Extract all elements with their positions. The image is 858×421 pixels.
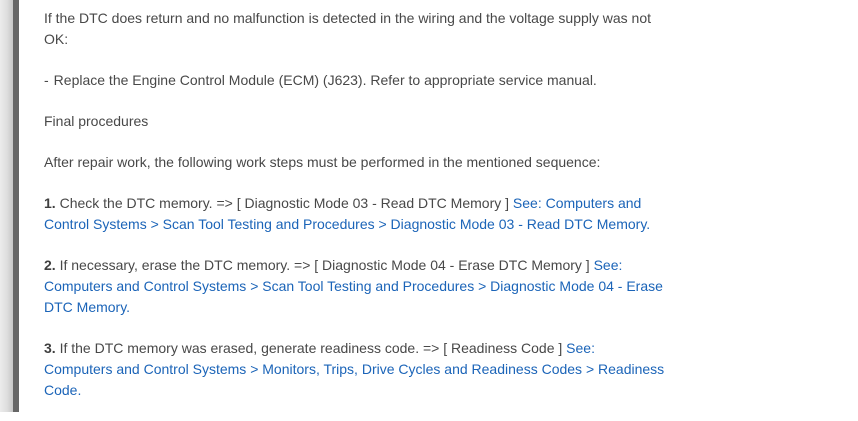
step-2-see-link[interactable]: See: Computers and Control Systems > Sca… — [44, 257, 663, 315]
step-2-number: 2. — [44, 257, 56, 273]
step-1-see-link[interactable]: See: Computers and Control Systems > Sca… — [44, 195, 651, 232]
step-1-text: Check the DTC memory. => [ Diagnostic Mo… — [59, 195, 510, 211]
bullet-replace-ecm: -Replace the Engine Control Module (ECM)… — [44, 70, 666, 91]
bullet-text: Replace the Engine Control Module (ECM) … — [53, 72, 597, 88]
paragraph-dtc-return: If the DTC does return and no malfunctio… — [44, 10, 652, 47]
step-1: 1. Check the DTC memory. => [ Diagnostic… — [44, 193, 666, 235]
vertical-scrollbar-thumb[interactable] — [13, 0, 19, 412]
step-3-number: 3. — [44, 340, 56, 356]
step-3: 3. If the DTC memory was erased, generat… — [44, 338, 666, 401]
document-content: If the DTC does return and no malfunctio… — [44, 0, 666, 421]
paragraph-after-repair: After repair work, the following work st… — [44, 154, 601, 170]
step-3-see-link[interactable]: See: Computers and Control Systems > Mon… — [44, 340, 665, 398]
left-pane-edge — [0, 0, 13, 412]
step-3-text: If the DTC memory was erased, generate r… — [59, 340, 563, 356]
step-2-text: If necessary, erase the DTC memory. => [… — [59, 257, 590, 273]
section-heading-final-procedures: Final procedures — [44, 113, 149, 129]
bullet-dash: - — [44, 72, 49, 88]
step-1-number: 1. — [44, 195, 56, 211]
step-2: 2. If necessary, erase the DTC memory. =… — [44, 255, 666, 318]
